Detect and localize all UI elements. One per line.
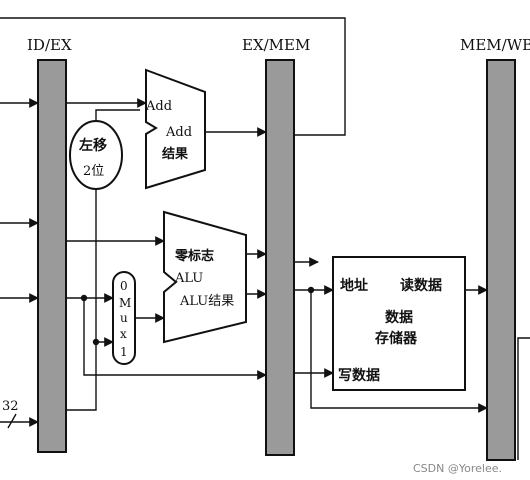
id-ex-register — [37, 59, 67, 453]
bus-width-label: 32 — [2, 399, 19, 414]
adder-input-label: Add — [145, 99, 172, 114]
branch-target-feedback-wire — [0, 17, 346, 136]
watermark: CSDN @Yorelee. — [413, 462, 502, 475]
adder-output-label: Add — [165, 125, 192, 140]
bus-width-slash — [7, 413, 17, 429]
memory-address-label: 地址 — [340, 277, 368, 294]
ex-mem-register — [265, 59, 295, 456]
mux-char-2: u — [120, 311, 128, 325]
mux-char-0: 0 — [120, 279, 128, 293]
shift-amount-label: 2位 — [83, 164, 104, 179]
mem-wb-register — [486, 59, 516, 461]
mux-char-3: x — [120, 327, 127, 341]
id-ex-label: ID/EX — [27, 36, 72, 54]
ex-mem-label: EX/MEM — [242, 36, 310, 54]
shifter-to-adder-wire — [95, 109, 140, 121]
immediate-junction-dot — [92, 338, 100, 346]
alu-name-label: ALU — [174, 271, 203, 286]
shift-left-label: 左移 — [78, 137, 107, 154]
writeback-stub — [517, 337, 530, 460]
mem-wb-label: MEM/WB — [460, 36, 530, 54]
branch-adder — [145, 68, 206, 190]
memory-title-line1: 数据 — [385, 309, 413, 326]
alu-zero-flag-label: 零标志 — [174, 248, 214, 264]
memory-write-data-label: 写数据 — [338, 367, 380, 384]
memory-title-line2: 存储器 — [375, 330, 418, 347]
adder-result-label: 结果 — [162, 146, 188, 162]
data-memory — [332, 256, 466, 391]
alu-result-label: ALU结果 — [179, 294, 234, 309]
mux-char-1: M — [119, 296, 131, 310]
immediate-to-shifter-wire — [66, 189, 97, 411]
mux-char-4: 1 — [120, 345, 128, 359]
reg2-forward-wire — [83, 298, 267, 380]
address-bypass-wire — [310, 290, 488, 413]
memory-read-data-label: 读数据 — [400, 277, 442, 294]
